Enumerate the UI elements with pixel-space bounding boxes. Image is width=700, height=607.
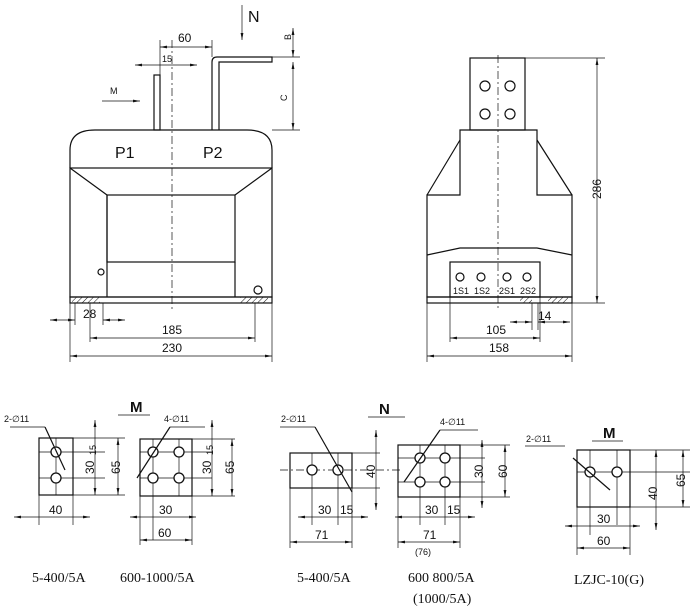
side-body <box>426 129 573 298</box>
dim-c: C <box>279 94 289 101</box>
front-base-hatch-right <box>240 297 268 303</box>
label-p2: P2 <box>203 145 223 162</box>
front-base-plate <box>69 296 273 304</box>
plate3-d30: 30 <box>318 503 332 517</box>
plate5-caption: LZJC-10(G) <box>574 573 644 588</box>
plate1-d30: 30 <box>83 460 97 474</box>
side-base-plate <box>426 296 573 304</box>
group-n-title: N <box>379 401 390 418</box>
dim-230: 230 <box>162 341 182 355</box>
plate1-d15: 15 <box>88 445 98 455</box>
plate2-d15: 15 <box>205 445 215 455</box>
terminal-p1-bar <box>153 74 161 131</box>
terminal-2s1: 2S1 <box>499 286 515 296</box>
front-view: P1 P2 60 15 B C N M 28 185 230 <box>50 5 300 362</box>
plate4-d60: 60 <box>496 464 510 478</box>
side-view: 1S1 1S2 2S1 2S2 286 14 105 158 <box>426 55 605 362</box>
plate1-caption: 5-400/5A <box>32 571 87 586</box>
front-body <box>69 167 273 298</box>
plate4-holes: 4-∅11 <box>440 417 465 427</box>
plate-5: 2-∅11 40 65 30 60 LZJC-10(G) <box>525 434 690 588</box>
arrow-m-label: M <box>110 86 118 96</box>
front-base-hatch-left <box>72 297 100 303</box>
front-cap <box>69 129 273 168</box>
plate-1: 2-∅11 15 30 65 40 5-400/5A <box>4 414 125 586</box>
dim-14: 14 <box>538 309 552 323</box>
plate3-d15: 15 <box>340 503 354 517</box>
dim-60: 60 <box>178 31 192 45</box>
plate-3: 2-∅11 40 30 15 71 5-400/5A <box>280 414 400 586</box>
plate4-dw30: 30 <box>425 503 439 517</box>
plate2-d30: 30 <box>200 460 214 474</box>
plate4-d76: (76) <box>415 547 431 557</box>
plate4-caption: 600 800/5A <box>408 571 475 586</box>
plate5-d30: 30 <box>597 512 611 526</box>
plate-2: 4-∅11 15 30 65 30 60 600-1000/5A <box>120 414 237 586</box>
plate5-holes: 2-∅11 <box>526 434 551 444</box>
dim-28: 28 <box>83 307 97 321</box>
group-m-title: M <box>130 399 143 416</box>
terminal-1s2: 1S2 <box>474 286 490 296</box>
plate4-caption2: (1000/5A) <box>413 592 472 607</box>
plate5-d40: 40 <box>646 486 660 500</box>
plate2-d60: 60 <box>158 526 172 540</box>
plate2-dw30: 30 <box>159 503 173 517</box>
ground-terminal-icon <box>253 285 263 295</box>
plate3-holes: 2-∅11 <box>281 414 306 424</box>
terminal-1s1: 1S1 <box>453 286 469 296</box>
primary-bolts <box>479 80 516 120</box>
plate4-d71: 71 <box>423 528 437 542</box>
ground-bolt-icon <box>97 268 105 276</box>
plate3-d40: 40 <box>364 464 378 478</box>
plate2-holes: 4-∅11 <box>164 414 189 424</box>
dim-185: 185 <box>162 323 182 337</box>
dim-286: 286 <box>590 179 604 199</box>
side-bevel-lines <box>426 139 573 256</box>
plate1-d40: 40 <box>49 503 63 517</box>
plate5-d65: 65 <box>674 473 688 487</box>
side-terminal-block <box>469 57 526 131</box>
plate2-caption: 600-1000/5A <box>120 571 196 586</box>
plate5-d60: 60 <box>597 534 611 548</box>
dim-b: B <box>283 34 293 40</box>
secondary-terminals <box>455 272 532 282</box>
terminal-p2-bar <box>211 56 273 130</box>
plate-4: 4-∅11 30 60 30 15 71 (76) 600 800/5A (10… <box>395 417 510 607</box>
plate2-d65: 65 <box>223 460 237 474</box>
plate1-holes: 2-∅11 <box>4 414 29 424</box>
arrow-n-label: N <box>248 9 260 26</box>
dim-15: 15 <box>162 54 172 64</box>
group-m2-title: M <box>603 425 616 442</box>
label-p1: P1 <box>115 145 135 162</box>
front-bevel-lines <box>69 167 273 297</box>
terminal-2s2: 2S2 <box>520 286 536 296</box>
front-core-window <box>106 194 236 263</box>
plate3-d71: 71 <box>315 528 329 542</box>
plate3-caption: 5-400/5A <box>297 571 352 586</box>
dim-105: 105 <box>486 323 506 337</box>
plate4-d15: 15 <box>447 503 461 517</box>
plate4-d30: 30 <box>472 464 486 478</box>
plate1-d65: 65 <box>109 460 123 474</box>
dim-158: 158 <box>489 341 509 355</box>
